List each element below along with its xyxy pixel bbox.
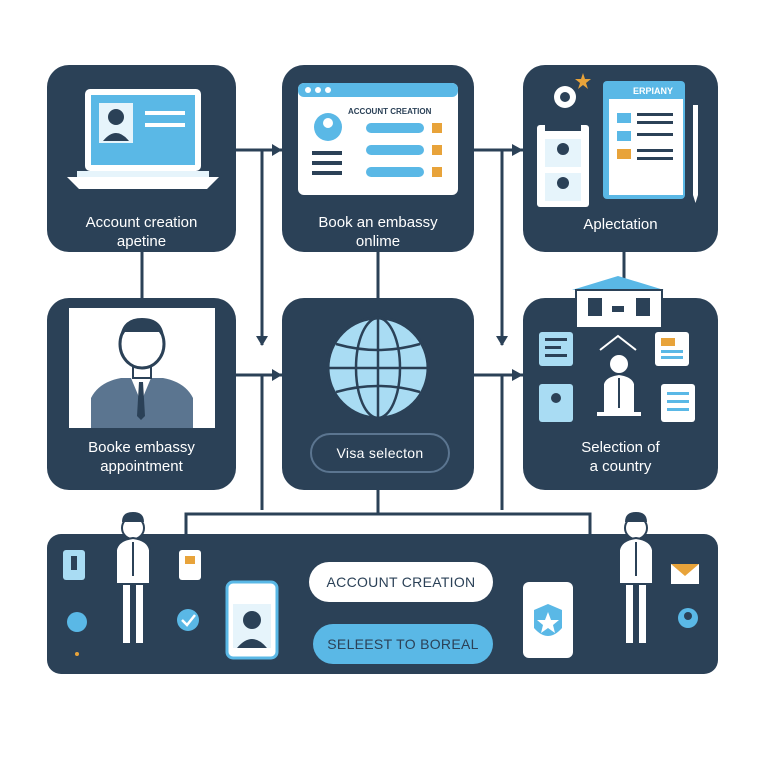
bottom-banner-illustration: [63, 550, 699, 660]
book-embassy-online-tile: ACCOUNT CREATION Book an embassy onlime: [282, 65, 474, 252]
country-cards-icon: [539, 332, 695, 422]
application-tile: ERPIANY Aplectation: [523, 65, 718, 252]
account-creation-tile: Account creation apetine: [47, 65, 236, 252]
book-embassy-online-label: Book an embassy onlime: [318, 214, 438, 250]
account-creation-label: Account creation apetine: [85, 214, 198, 250]
browser-heading: ACCOUNT CREATION: [348, 107, 432, 116]
bottom-banner: ACCOUNT CREATION SELEEST TO BOREAL: [47, 534, 718, 674]
application-label: Aplectation: [583, 216, 658, 233]
book-appointment-tile: Booke embassy appointment: [47, 298, 236, 490]
select-to-boreal-button[interactable]: SELEEST TO BOREAL: [313, 624, 493, 664]
browser-window-icon: [298, 83, 458, 195]
document-heading: ERPIANY: [633, 86, 674, 96]
country-selection-label: Selection of a country: [581, 439, 660, 475]
application-documents-icon: [537, 73, 698, 207]
laptop-icon: [67, 89, 219, 189]
account-creation-button[interactable]: ACCOUNT CREATION: [309, 562, 493, 602]
globe-icon: [326, 316, 430, 420]
book-appointment-label: Booke embassy appointment: [88, 439, 195, 475]
visa-selection-tile: Visa selecton: [282, 298, 474, 490]
visa-selection-button[interactable]: Visa selecton: [310, 433, 450, 473]
businessman-icon: [69, 308, 215, 428]
country-selection-tile: Selection of a country: [523, 298, 718, 490]
